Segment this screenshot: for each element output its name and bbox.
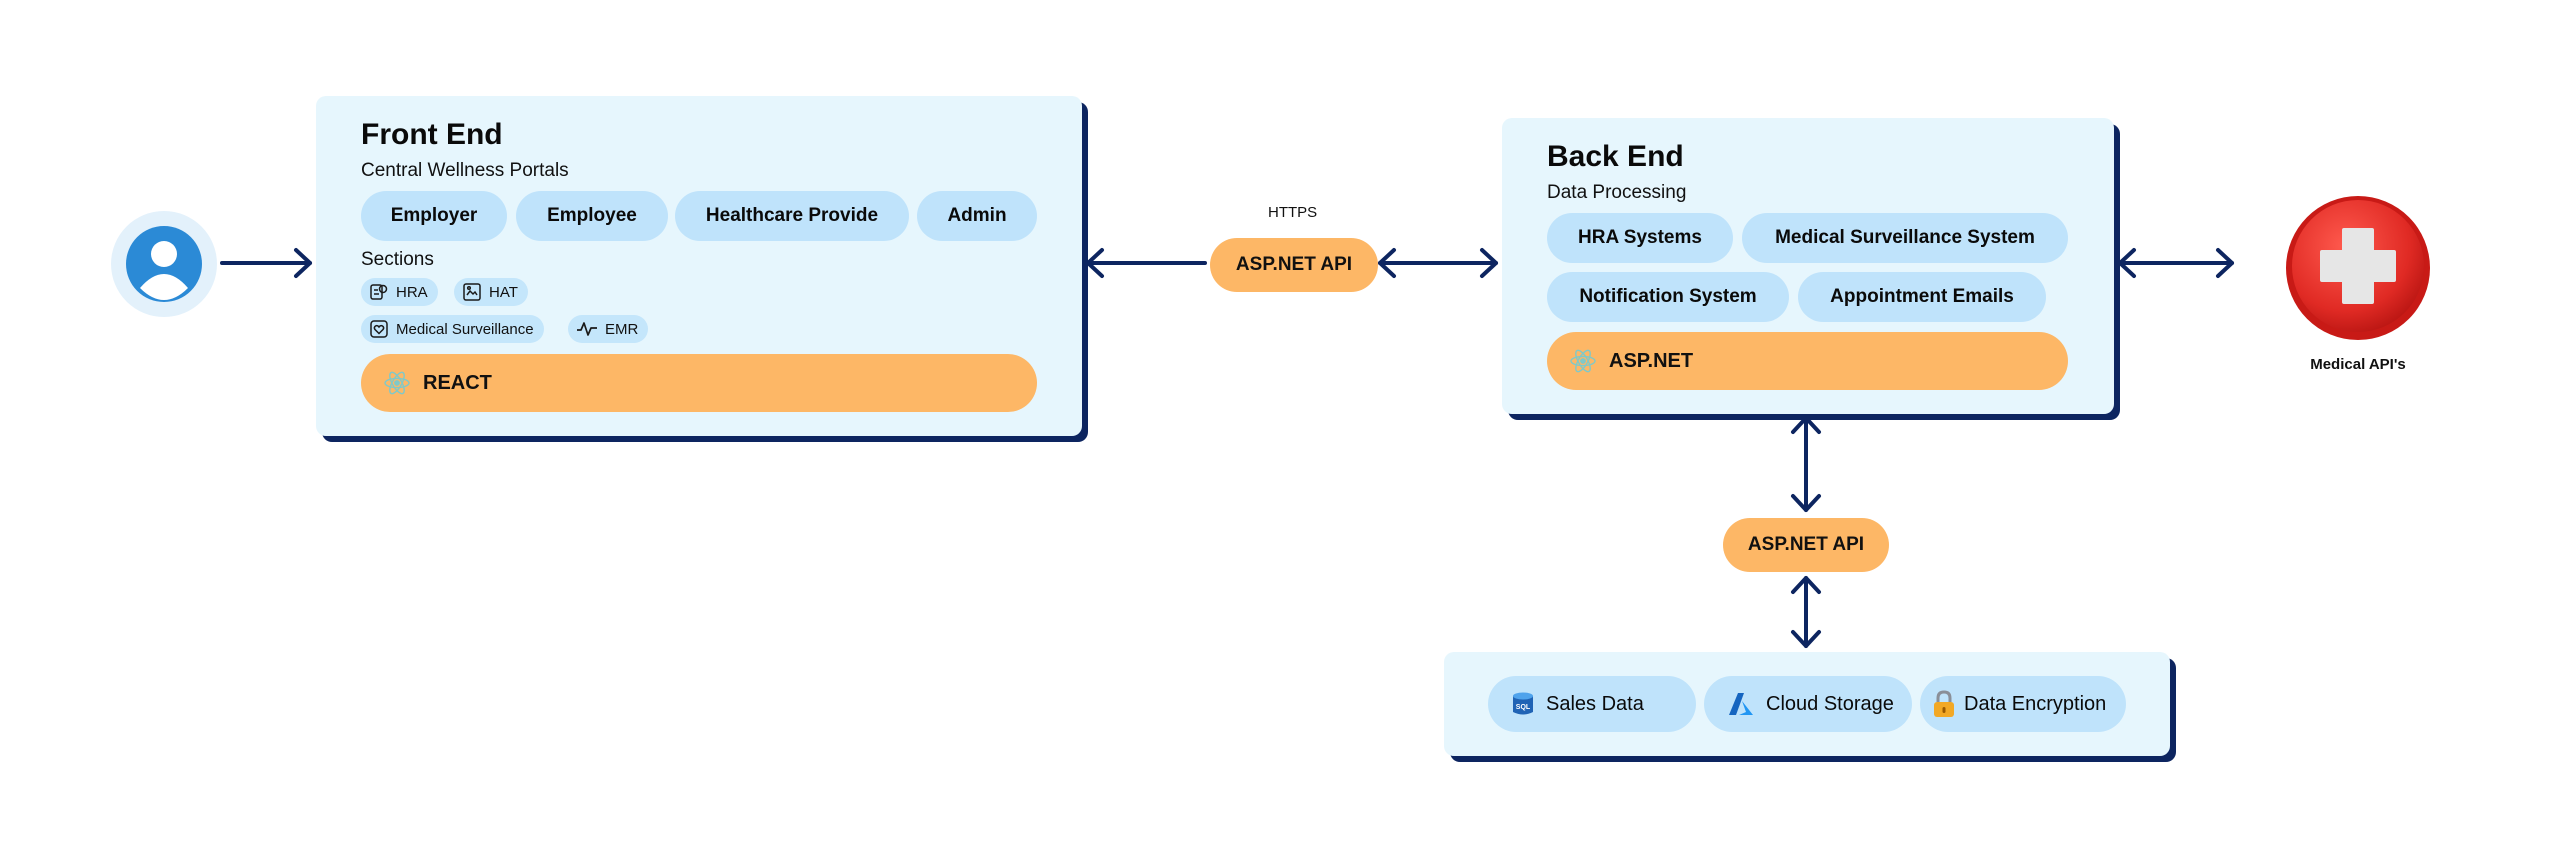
system-label: Appointment Emails	[1830, 286, 2014, 307]
main-api-label: ASP.NET API	[1235, 254, 1353, 275]
system-hra: HRA Systems	[1547, 213, 1733, 263]
section-tag-emr: EMR	[568, 315, 649, 343]
frontend-framework-bar: REACT	[361, 354, 1037, 412]
system-label: Medical Surveillance System	[1775, 227, 2035, 248]
main-api-pill: ASP.NET API	[1210, 238, 1378, 292]
portal-employer: Employer	[361, 191, 507, 241]
data-api-pill: ASP.NET API	[1723, 518, 1889, 572]
portal-label: Employer	[390, 205, 478, 226]
portal-label: Healthcare Provide	[705, 205, 879, 226]
medical-api-label: Medical API's	[2310, 356, 2406, 373]
api-backend-double-arrow	[1378, 248, 1498, 278]
backend-framework-label: ASP.NET	[1609, 349, 1694, 372]
system-appointment-emails: Appointment Emails	[1798, 272, 2046, 322]
section-label: HRA	[396, 283, 428, 301]
portal-label: Employee	[547, 205, 637, 226]
system-label: Notification System	[1579, 286, 1757, 307]
react-icon	[383, 369, 411, 397]
data-item-label: Cloud Storage	[1766, 692, 1894, 715]
section-label: HAT	[489, 283, 518, 301]
system-label: HRA Systems	[1578, 227, 1702, 248]
data-item-label: Sales Data	[1546, 692, 1644, 715]
frontend-title: Front End	[361, 118, 503, 151]
system-medical-surveillance: Medical Surveillance System	[1742, 213, 2068, 263]
data-api-label: ASP.NET API	[1747, 534, 1865, 555]
medical-cross-icon	[2286, 196, 2430, 340]
section-tag-hat: HAT	[454, 278, 528, 306]
data-layer-panel: SQL Sales Data Cloud Storage Data Encryp…	[1444, 652, 2170, 756]
backend-subtitle: Data Processing	[1547, 182, 1687, 203]
section-label: Medical Surveillance	[396, 320, 534, 338]
section-label: EMR	[605, 320, 639, 338]
section-tag-medical-surveillance: Medical Surveillance	[361, 315, 544, 343]
lock-icon	[1932, 690, 1956, 718]
system-notification: Notification System	[1547, 272, 1789, 322]
backend-framework-bar: ASP.NET	[1547, 332, 2068, 390]
backend-panel: Back End Data Processing HRA Systems Med…	[1502, 118, 2114, 414]
user-avatar	[108, 210, 220, 318]
svg-text:SQL: SQL	[1516, 704, 1531, 711]
hra-icon	[369, 282, 389, 302]
user-to-frontend-arrow	[220, 248, 312, 278]
api-to-frontend-arrow	[1086, 248, 1207, 278]
azure-icon	[1728, 692, 1754, 716]
data-item-label: Data Encryption	[1964, 692, 2107, 715]
portal-employee: Employee	[516, 191, 668, 241]
frontend-framework-label: REACT	[423, 371, 492, 394]
frontend-panel: Front End Central Wellness Portals Emplo…	[316, 96, 1082, 436]
backend-medical-double-arrow	[2118, 248, 2234, 278]
medical-api-badge	[2284, 194, 2432, 342]
user-avatar-icon	[111, 211, 217, 317]
backend-title: Back End	[1547, 140, 1684, 173]
backend-api-vertical-arrow	[1791, 416, 1821, 512]
dotnet-icon	[1569, 347, 1597, 375]
api-data-vertical-arrow	[1791, 576, 1821, 648]
portal-admin: Admin	[917, 191, 1037, 241]
pulse-icon	[576, 320, 598, 338]
data-item-sales: SQL Sales Data	[1488, 676, 1696, 732]
data-item-encryption: Data Encryption	[1920, 676, 2126, 732]
section-tag-hra: HRA	[361, 278, 438, 306]
portal-healthcare-provider: Healthcare Provide	[675, 191, 909, 241]
portal-label: Admin	[947, 205, 1007, 226]
hat-icon	[462, 282, 482, 302]
frontend-subtitle: Central Wellness Portals	[361, 160, 569, 181]
shield-heart-icon	[369, 319, 389, 339]
sql-database-icon: SQL	[1512, 691, 1534, 717]
data-item-cloud-storage: Cloud Storage	[1704, 676, 1912, 732]
sections-label: Sections	[361, 249, 434, 270]
protocol-label: HTTPS	[1268, 204, 1318, 221]
